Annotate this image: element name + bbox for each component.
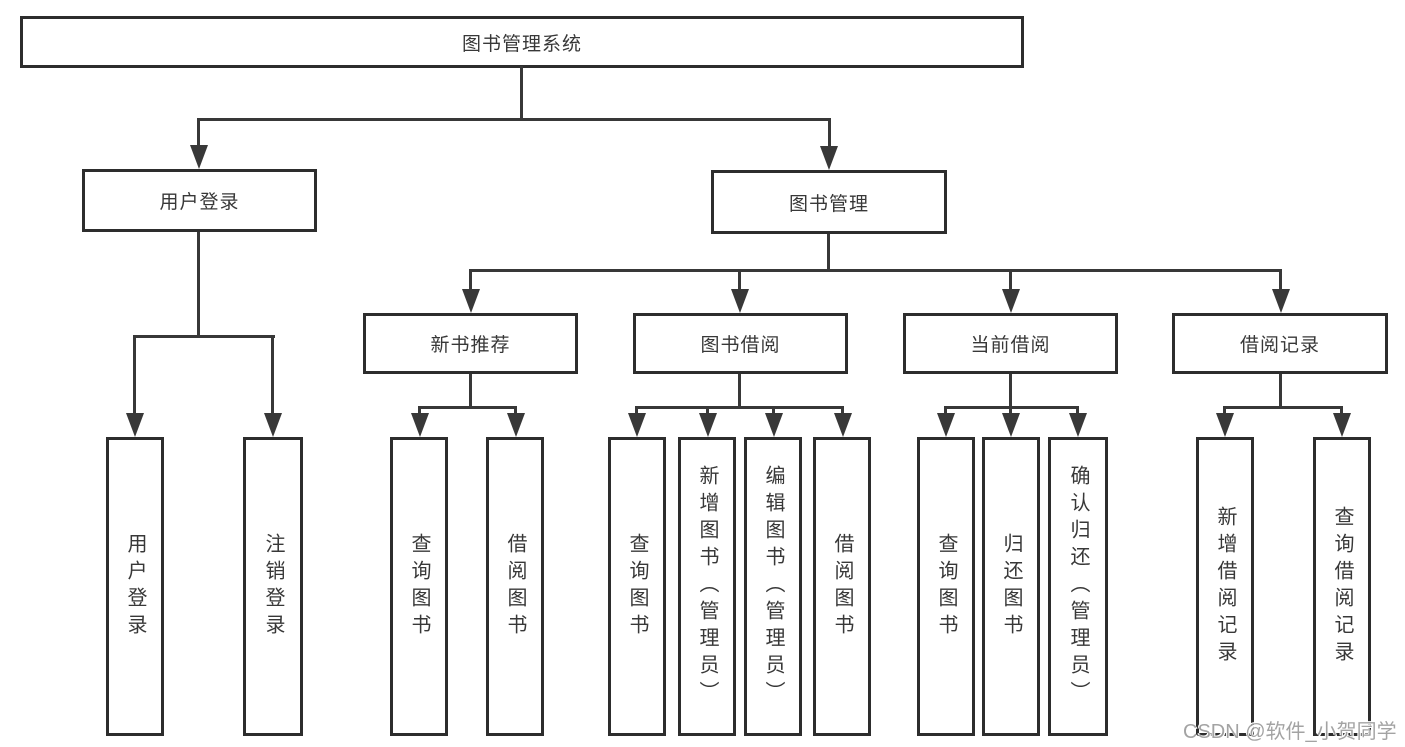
node-library-management-system: 图书管理系统 xyxy=(20,16,1024,68)
connector-stub-bb-add xyxy=(706,406,709,418)
leaf-label: 查询图书 xyxy=(935,532,957,641)
connector-root-hline xyxy=(197,118,831,121)
connector-stub-nb-query xyxy=(418,406,421,418)
arrowhead-bb-query xyxy=(628,413,646,437)
node-current-borrowing: 当前借阅 xyxy=(903,313,1118,374)
connector-stub-borrow-record xyxy=(1279,269,1282,291)
node-label: 图书管理 xyxy=(788,193,869,215)
leaf-label: 用户登录 xyxy=(124,532,146,641)
connector-stub-br-query xyxy=(1340,406,1343,418)
node-book-borrowing: 图书借阅 xyxy=(633,313,848,374)
arrowhead-br-query xyxy=(1333,413,1351,437)
leaf-user-login: 用户登录 xyxy=(106,437,164,736)
connector-bookborrow-hline xyxy=(635,406,843,409)
node-label: 图书借阅 xyxy=(700,335,781,356)
connector-stub-current-borrow xyxy=(1009,269,1012,291)
arrowhead-borrow-record xyxy=(1272,289,1290,313)
node-label: 图书管理系统 xyxy=(461,33,582,55)
leaf-bb-borrow-books: 借阅图书 xyxy=(813,437,871,736)
connector-stub-br-add xyxy=(1223,406,1226,418)
connector-userlogin-vline xyxy=(197,232,200,338)
connector-stub-book-mgmt xyxy=(828,118,831,148)
leaf-label: 新增图书（管理员） xyxy=(696,465,718,708)
node-label: 当前借阅 xyxy=(970,335,1051,356)
connector-stub-book-borrow xyxy=(738,269,741,291)
arrowhead-cb-return xyxy=(1002,413,1020,437)
arrowhead-user-login xyxy=(190,145,208,169)
arrowhead-new-book-rec xyxy=(462,289,480,313)
node-label: 用户登录 xyxy=(159,192,240,213)
arrowhead-logout xyxy=(264,413,282,437)
arrowhead-nb-borrow xyxy=(507,413,525,437)
leaf-label: 归还图书 xyxy=(1000,532,1022,641)
node-borrowing-records: 借阅记录 xyxy=(1172,313,1388,374)
leaf-label: 新增借阅记录 xyxy=(1214,505,1236,668)
arrowhead-book-borrow xyxy=(731,289,749,313)
leaf-bb-add-books-admin: 新增图书（管理员） xyxy=(678,437,736,736)
leaf-label: 借阅图书 xyxy=(504,532,526,641)
connector-stub-cb-query xyxy=(944,406,947,418)
connector-stub-new-book-rec xyxy=(469,269,472,291)
arrowhead-bb-edit xyxy=(765,413,783,437)
arrowhead-cb-query xyxy=(937,413,955,437)
arrowhead-nb-query xyxy=(411,413,429,437)
leaf-cb-return-books: 归还图书 xyxy=(982,437,1040,736)
connector-bookborrow-vline xyxy=(738,374,741,409)
leaf-label: 确认归还（管理员） xyxy=(1067,465,1089,708)
leaf-label: 查询图书 xyxy=(408,532,430,641)
leaf-label: 注销登录 xyxy=(262,532,284,641)
node-user-login: 用户登录 xyxy=(82,169,317,232)
arrowhead-login xyxy=(126,413,144,437)
leaf-label: 查询图书 xyxy=(626,532,648,641)
leaf-label: 查询借阅记录 xyxy=(1331,505,1353,668)
connector-bookmgmt-vline xyxy=(827,234,830,272)
leaf-logout: 注销登录 xyxy=(243,437,303,736)
node-label: 新书推荐 xyxy=(430,335,511,356)
leaf-label: 编辑图书（管理员） xyxy=(762,465,784,708)
connector-newbookrec-hline xyxy=(418,406,517,409)
connector-stub-login xyxy=(133,335,136,415)
node-new-book-recommend: 新书推荐 xyxy=(363,313,578,374)
connector-bookmgmt-hline xyxy=(469,269,1282,272)
connector-stub-user-login xyxy=(197,118,200,148)
node-label: 借阅记录 xyxy=(1239,335,1320,356)
node-book-management: 图书管理 xyxy=(711,170,947,234)
connector-borrowrecord-hline xyxy=(1223,406,1343,409)
connector-stub-cb-return xyxy=(1009,406,1012,418)
leaf-br-add-record: 新增借阅记录 xyxy=(1196,437,1254,736)
connector-stub-logout xyxy=(271,335,274,415)
leaf-bb-query-books: 查询图书 xyxy=(608,437,666,736)
leaf-label: 借阅图书 xyxy=(831,532,853,641)
leaf-cb-confirm-return-admin: 确认归还（管理员） xyxy=(1048,437,1108,736)
connector-currentborrow-vline xyxy=(1009,374,1012,409)
connector-stub-nb-borrow xyxy=(514,406,517,418)
arrowhead-cb-confirm xyxy=(1069,413,1087,437)
connector-stub-bb-edit xyxy=(772,406,775,418)
arrowhead-bb-borrow xyxy=(834,413,852,437)
leaf-nb-query-books: 查询图书 xyxy=(390,437,448,736)
csdn-watermark: CSDN @软件_小贺同学 xyxy=(1183,721,1397,743)
connector-userlogin-hline xyxy=(133,335,275,338)
leaf-nb-borrow-books: 借阅图书 xyxy=(486,437,544,736)
arrowhead-current-borrow xyxy=(1002,289,1020,313)
arrowhead-book-mgmt xyxy=(820,146,838,170)
connector-root-vline xyxy=(520,66,523,120)
leaf-bb-edit-books-admin: 编辑图书（管理员） xyxy=(744,437,802,736)
arrowhead-br-add xyxy=(1216,413,1234,437)
leaf-cb-query-books: 查询图书 xyxy=(917,437,975,736)
leaf-br-query-record: 查询借阅记录 xyxy=(1313,437,1371,736)
connector-newbookrec-vline xyxy=(469,374,472,409)
connector-borrowrecord-vline xyxy=(1279,374,1282,409)
connector-stub-bb-query xyxy=(635,406,638,418)
connector-stub-cb-confirm xyxy=(1076,406,1079,418)
arrowhead-bb-add xyxy=(699,413,717,437)
connector-stub-bb-borrow xyxy=(841,406,844,418)
